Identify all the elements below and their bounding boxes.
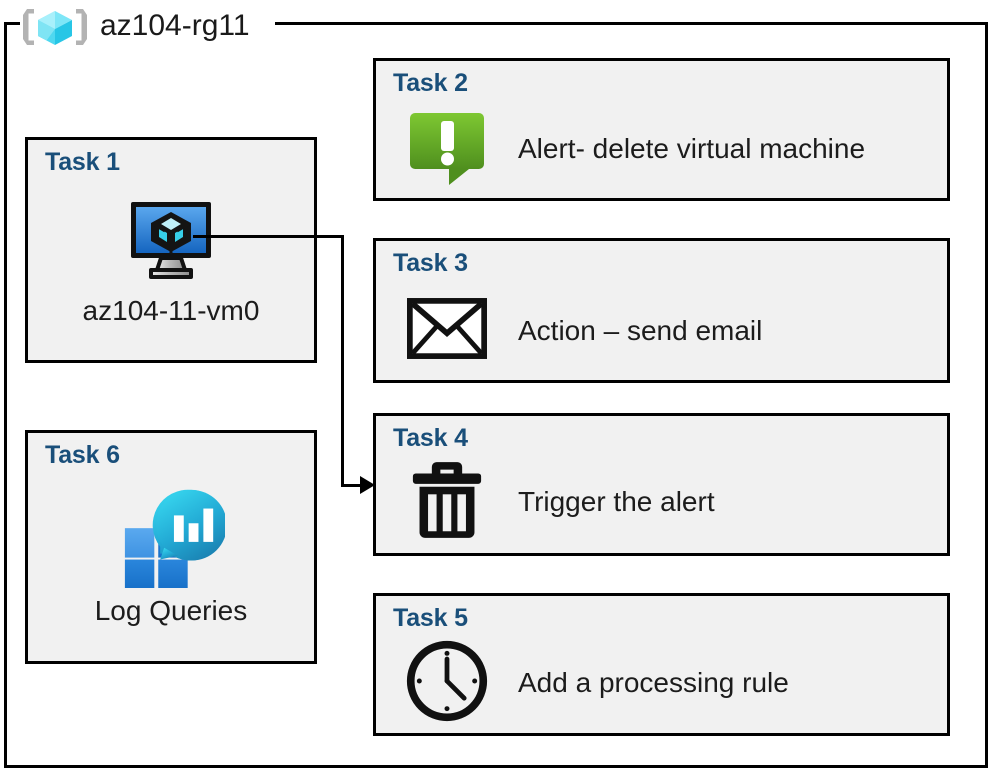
resource-group-frame-top-left	[4, 22, 20, 25]
task-2-label: Task 2	[393, 69, 468, 97]
alert-bubble-icon	[407, 107, 487, 192]
connector-segment-horizontal-top	[193, 235, 344, 238]
connector-arrowhead	[360, 476, 375, 494]
connector-segment-horizontal-bottom	[341, 484, 367, 487]
task-3-label: Task 3	[393, 249, 468, 277]
task-5-text: Add a processing rule	[518, 667, 789, 698]
task-5-box[interactable]: Task 5 Add a proce	[373, 593, 950, 736]
task-6-label: Task 6	[45, 441, 120, 469]
task-6-text: Log Queries	[94, 595, 248, 626]
task-5-icon-slot	[404, 639, 490, 728]
log-analytics-icon	[117, 485, 227, 593]
trash-can-icon	[411, 458, 483, 547]
clock-icon	[405, 639, 489, 728]
task-4-icon-slot	[404, 458, 490, 547]
resource-group-name: az104-rg11	[100, 9, 250, 42]
resource-group-frame-top-right	[275, 22, 988, 25]
resource-group-frame-left	[4, 22, 7, 768]
task-1-box[interactable]: Task 1	[25, 137, 317, 363]
task-4-label: Task 4	[393, 424, 468, 452]
task-2-text: Alert- delete virtual machine	[518, 133, 866, 164]
virtual-machine-icon	[123, 198, 219, 287]
task-2-box[interactable]: Task 2	[373, 58, 950, 201]
task-1-label: Task 1	[45, 148, 120, 176]
connector-segment-vertical	[341, 235, 344, 486]
task-1-text: az104-11-vm0	[82, 295, 260, 326]
task-4-box[interactable]: Task 4	[373, 413, 950, 556]
resource-group-frame-right	[985, 22, 988, 768]
azure-resource-group-icon	[18, 6, 92, 48]
task-6-box[interactable]: Task 6	[25, 430, 317, 664]
task-4-text: Trigger the alert	[518, 486, 715, 517]
envelope-icon	[407, 298, 487, 364]
task-2-icon-slot	[404, 107, 490, 192]
task-2-row: Alert- delete virtual machine	[404, 109, 865, 189]
task-3-text: Action – send email	[518, 315, 763, 346]
resource-group-frame-bottom	[4, 765, 988, 768]
task-3-icon-slot	[404, 298, 490, 364]
task-1-icon-slot	[28, 198, 314, 287]
task-4-row: Trigger the alert	[404, 456, 715, 548]
task-3-box[interactable]: Task 3 Action – send email	[373, 238, 950, 383]
task-6-icon-slot	[28, 485, 314, 593]
task-5-row: Add a processing rule	[404, 638, 789, 728]
task-3-row: Action – send email	[404, 291, 762, 371]
task-5-label: Task 5	[393, 604, 468, 632]
